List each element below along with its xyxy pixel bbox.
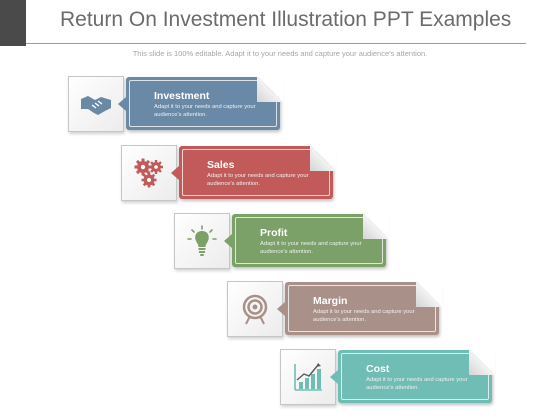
step-margin[interactable]: Margin Adapt it to your needs and captur… (227, 281, 442, 337)
step-title: Sales (207, 159, 235, 171)
step-description: Adapt it to your needs and capture your … (207, 173, 309, 187)
step-card: Investment Adapt it to your needs and ca… (118, 76, 283, 130)
step-card: Profit Adapt it to your needs and captur… (224, 213, 389, 267)
step-title: Investment (154, 90, 210, 102)
step-description: Adapt it to your needs and capture your … (260, 241, 362, 255)
step-card: Cost Adapt it to your needs and capture … (330, 349, 495, 403)
lightbulb-icon (187, 225, 217, 256)
step-investment[interactable]: Investment Adapt it to your needs and ca… (68, 76, 283, 132)
step-description: Adapt it to your needs and capture your … (154, 104, 256, 118)
step-title: Cost (366, 363, 390, 375)
handshake-icon (81, 96, 111, 115)
title-corner-block (0, 0, 26, 46)
step-icon-box (68, 76, 124, 132)
step-card: Sales Adapt it to your needs and capture… (171, 145, 336, 199)
step-description: Adapt it to your needs and capture your … (313, 309, 415, 323)
growth-chart-icon (294, 363, 322, 391)
page-title: Return On Investment Illustration PPT Ex… (60, 8, 512, 31)
gears-icon (134, 158, 163, 188)
step-title: Profit (260, 227, 288, 239)
step-icon-box (280, 349, 336, 405)
step-profit[interactable]: Profit Adapt it to your needs and captur… (174, 213, 389, 269)
step-cost[interactable]: Cost Adapt it to your needs and capture … (280, 349, 495, 405)
step-sales[interactable]: Sales Adapt it to your needs and capture… (121, 145, 336, 201)
title-divider (26, 43, 526, 44)
target-icon (242, 294, 268, 325)
step-description: Adapt it to your needs and capture your … (366, 377, 468, 391)
step-icon-box (227, 281, 283, 337)
step-icon-box (121, 145, 177, 201)
step-card: Margin Adapt it to your needs and captur… (277, 281, 442, 335)
step-title: Margin (313, 295, 348, 307)
step-icon-box (174, 213, 230, 269)
page-subtitle: This slide is 100% editable. Adapt it to… (132, 49, 428, 58)
